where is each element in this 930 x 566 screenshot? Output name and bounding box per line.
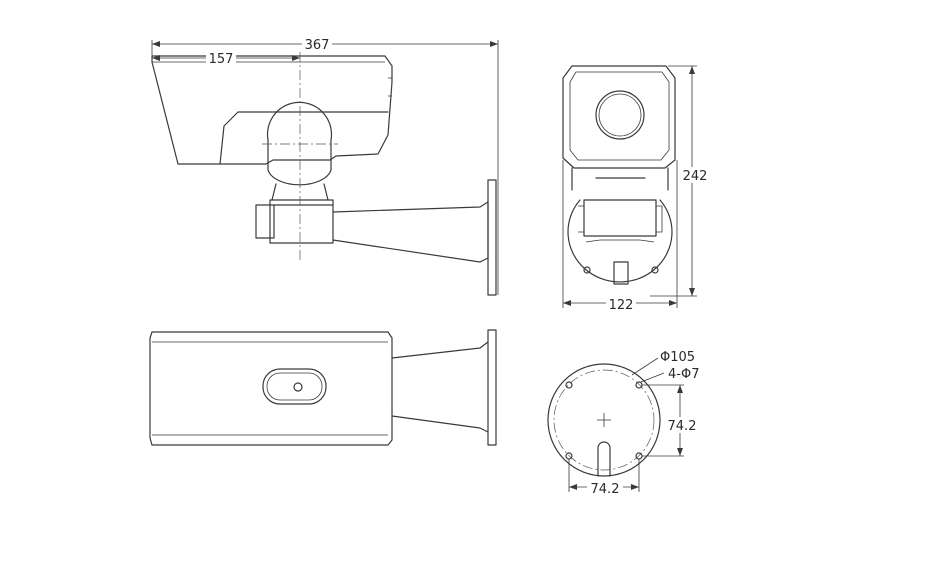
side-view-housing-underside	[219, 111, 389, 165]
front-view-housing-inner	[569, 71, 670, 161]
front-view-clamp	[583, 199, 657, 237]
base-view-cable-slot	[597, 441, 611, 477]
base-view: Φ105 4-Φ7 74.2 74.2	[547, 350, 700, 497]
dimension-367-label: 367	[305, 38, 330, 53]
dimension-phi105: Φ105	[631, 350, 695, 376]
front-view-lens	[595, 90, 645, 140]
dimension-4-phi7: 4-Φ7	[640, 367, 699, 383]
front-view: 242 122	[562, 65, 710, 313]
dimension-242: 242	[650, 65, 710, 297]
side-view-clamp-body	[269, 199, 334, 244]
dimension-74-2-vertical-label: 74.2	[668, 419, 697, 434]
front-view-neck	[571, 167, 669, 191]
top-view-housing-inner	[152, 341, 388, 436]
front-view-housing	[562, 65, 676, 169]
top-view-window	[262, 368, 327, 405]
front-view-clamp-detail	[578, 205, 663, 243]
dimension-157-label: 157	[209, 52, 234, 67]
dimension-367: 367	[151, 36, 499, 295]
front-view-base	[567, 199, 673, 283]
side-view-bracket-arm	[332, 201, 489, 263]
dimension-74-2-horizontal: 74.2	[568, 459, 640, 497]
dimension-4-phi7-label: 4-Φ7	[668, 367, 699, 382]
front-view-lens-inner	[598, 93, 642, 137]
side-view-mount-ball	[266, 101, 333, 186]
top-view	[149, 329, 497, 446]
side-view: 367 157	[151, 36, 499, 296]
front-view-screw-left	[583, 266, 591, 274]
front-view-cable-slot	[613, 261, 629, 285]
top-view-housing	[149, 331, 393, 446]
base-view-hole-tr	[635, 381, 643, 389]
front-view-screw-right	[651, 266, 659, 274]
dimension-242-label: 242	[683, 169, 708, 184]
top-view-wall-plate	[487, 329, 497, 446]
side-view-housing	[151, 55, 393, 165]
dimension-74-2-vertical: 74.2	[642, 384, 700, 457]
base-view-hole-tl	[565, 381, 573, 389]
base-view-center-mark	[597, 413, 611, 427]
top-view-bracket-arm	[391, 341, 489, 433]
side-view-wall-plate	[487, 179, 497, 296]
top-view-window-inner	[266, 372, 323, 401]
side-view-housing-inner-line	[152, 61, 392, 97]
dimension-122-label: 122	[609, 298, 634, 313]
dimension-74-2-horizontal-label: 74.2	[591, 482, 620, 497]
dimension-phi105-label: Φ105	[660, 350, 695, 365]
base-view-bolt-circle	[553, 369, 655, 471]
side-view-clamp	[255, 204, 275, 239]
base-view-outer-circle	[547, 363, 661, 477]
dimension-122: 122	[562, 160, 678, 313]
top-view-window-dot	[293, 382, 303, 392]
side-view-neck	[271, 183, 329, 201]
dimension-157: 157	[152, 50, 300, 67]
